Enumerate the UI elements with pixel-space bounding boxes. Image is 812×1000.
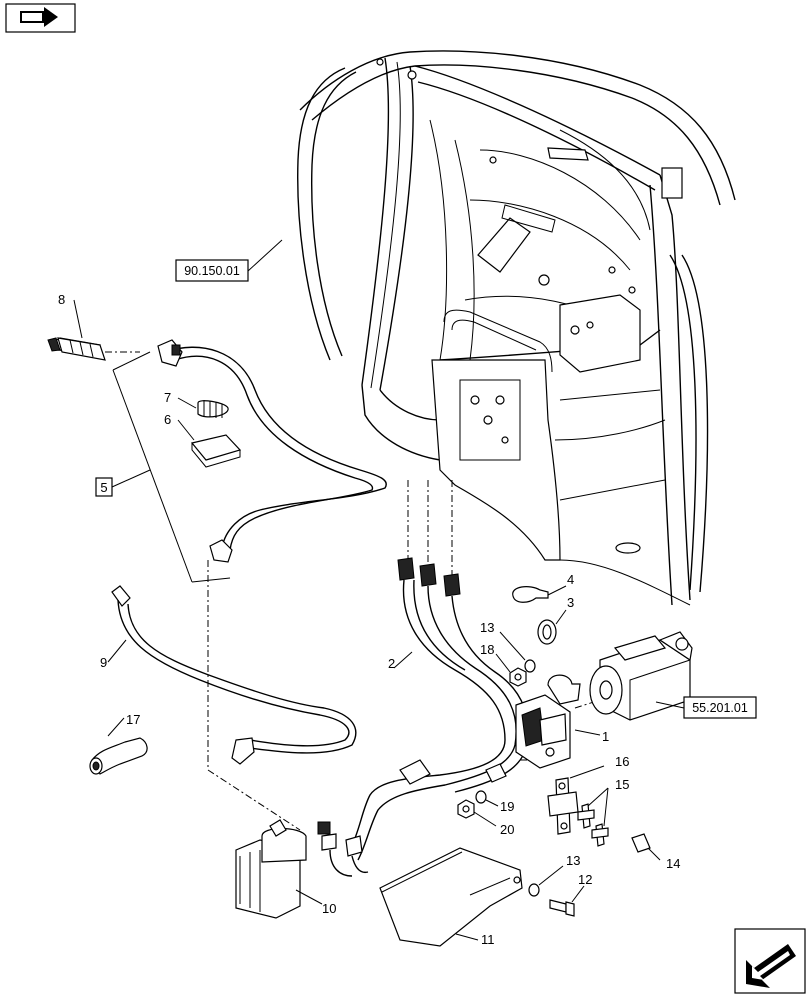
callout-10: 10 [322,901,336,916]
cab-frame [297,50,736,606]
callout-2: 2 [388,656,395,671]
strap-part-4 [512,585,567,603]
svg-text:90.150.01: 90.150.01 [184,264,240,278]
callout-7: 7 [164,390,171,405]
ring-part-3 [537,609,567,645]
cable-part-5 [112,339,387,583]
nut-part-18 [495,653,527,687]
arrow-navigation-icon[interactable] [734,928,806,994]
callout-15: 15 [615,777,629,792]
bracket-part-16 [547,765,605,835]
callout-4: 4 [567,572,574,587]
callout-17: 17 [126,712,140,727]
cap-part-6 [177,419,242,468]
ref-cab-frame[interactable]: 90.150.01 [175,239,283,282]
callout-labels: 8 7 6 9 17 2 4 3 13 18 1 16 15 19 20 13 … [58,292,680,947]
callout-18: 18 [480,642,494,657]
hose-part-17 [89,717,148,775]
callout-13a: 13 [480,620,494,635]
washer-part-19 [475,790,499,807]
ref-starter-motor[interactable]: 55.201.01 [655,696,757,719]
cable-part-9 [107,585,357,765]
callout-13b: 13 [566,853,580,868]
callout-19: 19 [500,799,514,814]
battery-part-10 [235,819,323,919]
callout-1: 1 [602,729,609,744]
callout-9: 9 [100,655,107,670]
clip-part-14 [631,833,661,861]
cable-lug-part-8 [47,299,140,361]
callout-20: 20 [500,822,514,837]
svg-text:55.201.01: 55.201.01 [692,701,748,715]
nut-part-20 [457,799,497,827]
dash-leaders [207,480,601,831]
relay-part-1 [515,674,601,769]
washer-part-13-upper [499,631,536,673]
starter-motor [589,631,693,721]
callout-8: 8 [58,292,65,307]
grommet-part-7 [177,397,229,418]
callout-14: 14 [666,856,680,871]
svg-text:5: 5 [100,480,107,495]
fuses-part-15 [577,787,609,847]
callout-16: 16 [615,754,629,769]
washer-part-13-lower [528,865,564,897]
callout-12: 12 [578,872,592,887]
bolt-part-12 [549,885,585,917]
callout-3: 3 [567,595,574,610]
harness-part-2 [317,557,529,877]
cover-part-11 [379,847,523,947]
callout-6: 6 [164,412,171,427]
book-arrow-icon[interactable] [5,3,76,33]
callout-11: 11 [481,932,495,947]
callout-5-box: 5 [95,469,151,497]
